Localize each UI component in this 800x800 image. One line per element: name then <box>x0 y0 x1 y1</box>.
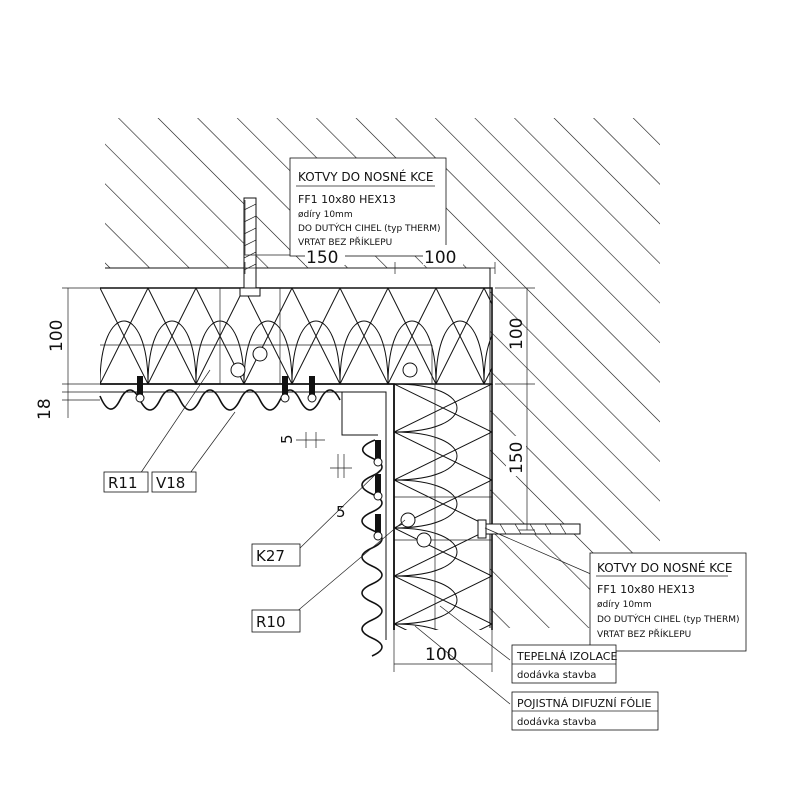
tag-r11: R11 <box>108 474 138 492</box>
self-tapping-screw <box>373 514 383 541</box>
anchor-right-line4: VRTAT BEZ PŘÍKLEPU <box>597 628 691 640</box>
anchor-right-line2: ødíry 10mm <box>597 600 652 610</box>
anchor-top-line1: FF1 10x80 HEX13 <box>298 193 396 206</box>
anchor-top-title: KOTVY DO NOSNÉ KCE <box>298 169 433 184</box>
right-anchor-bolt <box>477 519 581 539</box>
dim-right-100: 100 <box>507 318 527 350</box>
self-tapping-screw <box>280 376 290 403</box>
insulation-wool-pattern <box>394 384 492 630</box>
anchor-callout-top: KOTVY DO NOSNÉ KCE FF1 10x80 HEX13 ødíry… <box>289 157 447 257</box>
fasteners <box>135 197 581 548</box>
dimension-texts: 150 100 100 18 100 150 5 5 100 <box>35 245 527 665</box>
insulation-title: TEPELNÁ IZOLACE <box>516 650 617 663</box>
self-tapping-screw <box>373 474 383 501</box>
dim-left-18: 18 <box>35 398 55 420</box>
insulation-wool-pattern <box>100 288 492 384</box>
anchor-top-line2: ødíry 10mm <box>298 210 353 220</box>
dim-gap-5b: 5 <box>336 503 346 521</box>
insulation-dowel <box>416 532 432 548</box>
anchor-right-title: KOTVY DO NOSNÉ KCE <box>597 560 732 575</box>
tag-k27: K27 <box>256 547 285 565</box>
anchor-callout-right: KOTVY DO NOSNÉ KCE FF1 10x80 HEX13 ødíry… <box>589 552 747 652</box>
dim-bottom-100: 100 <box>425 645 457 665</box>
part-tags: R11 V18 K27 R10 <box>103 471 301 633</box>
dim-left-100: 100 <box>47 320 67 352</box>
foil-note: dodávka stavba <box>517 716 596 728</box>
self-tapping-screw <box>135 376 145 403</box>
insulation-note: dodávka stavba <box>517 669 596 681</box>
insulation-dowel <box>402 362 418 378</box>
right-insulation <box>393 384 493 630</box>
insulation-dowel <box>230 362 246 378</box>
diffusion-foil <box>100 383 395 640</box>
anchor-right-line1: FF1 10x80 HEX13 <box>597 583 695 596</box>
leader-lines <box>139 200 601 705</box>
corrugated-cladding <box>99 389 383 657</box>
dim-top-100: 100 <box>424 248 456 268</box>
dim-top-150: 150 <box>306 248 338 268</box>
top-insulation <box>100 287 493 385</box>
insulation-dowel <box>252 346 268 362</box>
insulation-dowel <box>400 512 416 528</box>
anchor-right-line3: DO DUTÝCH CIHEL (typ THERM) <box>597 613 740 625</box>
dim-right-150: 150 <box>507 442 527 474</box>
foil-title: POJISTNÁ DIFUZNÍ FÓLIE <box>517 697 651 710</box>
tag-r10: R10 <box>256 613 286 631</box>
material-labels: TEPELNÁ IZOLACE dodávka stavba POJISTNÁ … <box>511 644 659 731</box>
tag-v18: V18 <box>156 474 185 492</box>
top-anchor-bolt <box>239 197 261 297</box>
anchor-top-line3: DO DUTÝCH CIHEL (typ THERM) <box>298 222 441 234</box>
self-tapping-screw <box>307 376 317 403</box>
self-tapping-screw <box>373 440 383 467</box>
dim-gap-5a: 5 <box>278 434 296 444</box>
dimension-lines <box>62 262 535 672</box>
